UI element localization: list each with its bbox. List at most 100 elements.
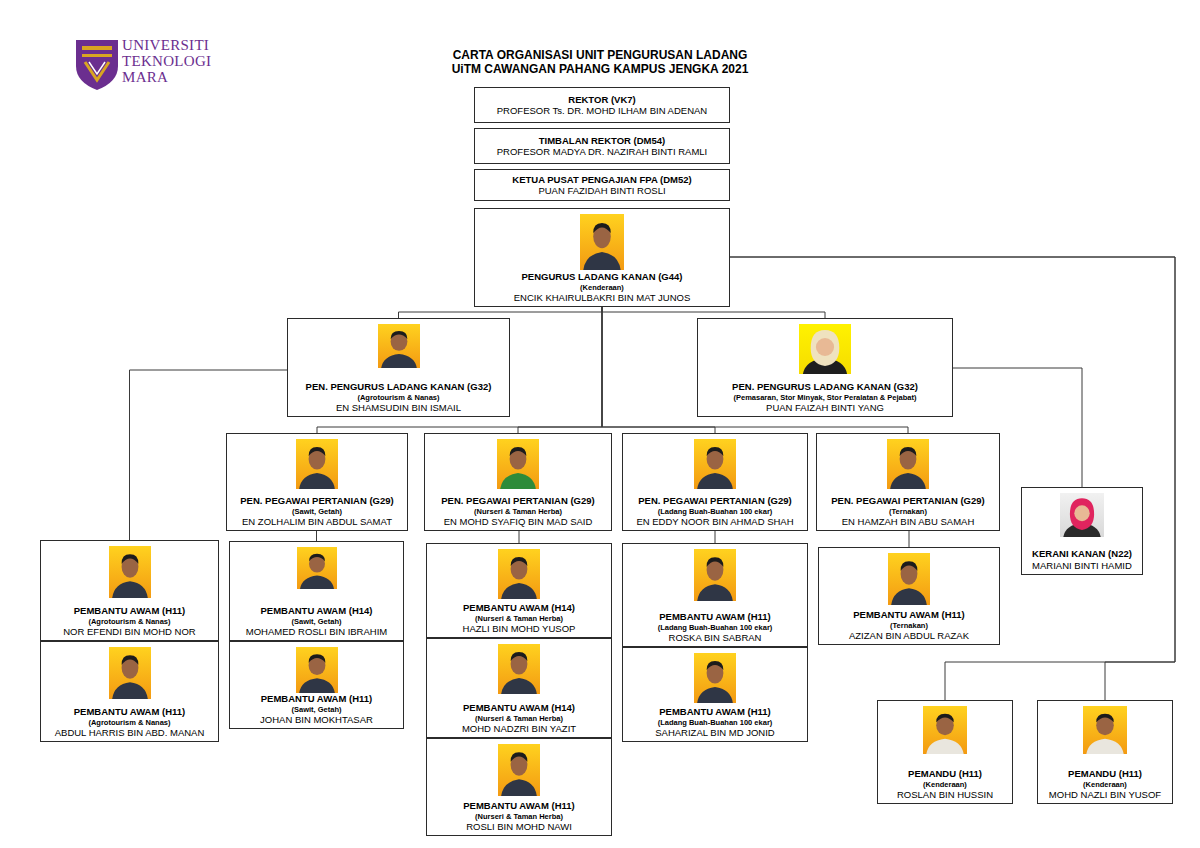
chart-title: CARTA ORGANISASI UNIT PENGURUSAN LADANG … bbox=[450, 48, 750, 77]
position-title: TIMBALAN REKTOR (DM54) bbox=[539, 135, 666, 146]
staff-box: PEMBANTU AWAM (H11)(Ladang Buah-Buahan 1… bbox=[622, 543, 808, 647]
position-title: PEMBANTU AWAM (H11) bbox=[659, 611, 771, 622]
staff-name: EN SHAMSUDIN BIN ISMAIL bbox=[336, 402, 461, 413]
unit-note: (Nurseri & Taman Herba) bbox=[475, 714, 563, 723]
unit-note: (Agrotourism & Nanas) bbox=[357, 393, 439, 402]
position-title: PEMANDU (H11) bbox=[908, 768, 982, 779]
staff-photo bbox=[498, 644, 540, 694]
photo-background bbox=[498, 549, 540, 599]
photo-background bbox=[580, 214, 624, 270]
staff-photo bbox=[887, 439, 929, 489]
staff-box: PEN. PEGAWAI PERTANIAN (G29)(Nurseri & T… bbox=[424, 433, 612, 531]
photo-hair bbox=[511, 752, 528, 761]
staff-name: ROSKA BIN SABRAN bbox=[669, 632, 762, 643]
photo-background bbox=[498, 744, 540, 796]
staff-photo bbox=[888, 553, 930, 605]
photo-hair bbox=[900, 447, 917, 456]
staff-box: PEMBANTU AWAM (H11)(Ladang Buah-Buahan 1… bbox=[622, 647, 808, 742]
position-box: TIMBALAN REKTOR (DM54)PROFESOR MADYA DR.… bbox=[474, 128, 730, 164]
position-title: PEMBANTU AWAM (H14) bbox=[463, 702, 575, 713]
photo-hair bbox=[707, 447, 724, 456]
staff-name: JOHAN BIN MOKHTASAR bbox=[260, 714, 373, 725]
staff-name: MOHAMED ROSLI BIN IBRAHIM bbox=[246, 626, 387, 637]
photo-body bbox=[583, 252, 620, 270]
photo-hair bbox=[308, 654, 325, 662]
photo-face bbox=[816, 338, 834, 356]
unit-note: (Kenderaan) bbox=[580, 283, 624, 292]
staff-name: EN EDDY NOOR BIN AHMAD SHAH bbox=[636, 516, 793, 527]
unit-note: (Ladang Buah-Buahan 100 ekar) bbox=[658, 507, 773, 516]
photo-body bbox=[112, 682, 148, 699]
staff-photo bbox=[296, 439, 338, 489]
photo-body bbox=[299, 473, 335, 489]
staff-box: PEN. PENGURUS LADANG KANAN (G32)(Agrotou… bbox=[287, 318, 510, 417]
unit-note: (Nurseri & Taman Herba) bbox=[475, 812, 563, 821]
position-box: REKTOR (VK7)PROFESOR Ts. DR. MOHD ILHAM … bbox=[474, 87, 730, 123]
reporting-line bbox=[518, 307, 602, 433]
staff-name: MOHD NAZLI BIN YUSOF bbox=[1049, 789, 1161, 800]
staff-photo bbox=[497, 439, 539, 489]
photo-body bbox=[501, 678, 537, 694]
reporting-line bbox=[399, 307, 603, 318]
position-title: KETUA PUSAT PENGAJIAN FPA (DM52) bbox=[512, 174, 691, 185]
photo-face bbox=[1074, 505, 1089, 521]
reporting-line bbox=[602, 307, 825, 318]
photo-body bbox=[890, 473, 926, 489]
position-title: PEN. PENGURUS LADANG KANAN (G32) bbox=[732, 381, 918, 392]
photo-background bbox=[498, 644, 540, 694]
photo-hair bbox=[121, 554, 138, 563]
staff-photo bbox=[694, 653, 736, 703]
photo-background bbox=[296, 647, 338, 693]
unit-note: (Sawit, Getah) bbox=[292, 507, 342, 516]
staff-photo bbox=[378, 324, 420, 368]
photo-background bbox=[497, 439, 539, 489]
unit-note: (Nurseri & Taman Herba) bbox=[475, 614, 563, 623]
position-title: PEMBANTU AWAM (H14) bbox=[463, 602, 575, 613]
photo-background bbox=[109, 546, 151, 598]
staff-name: ROSLAN BIN HUSSIN bbox=[897, 789, 993, 800]
position-title: PEMANDU (H11) bbox=[1068, 768, 1142, 779]
staff-photo bbox=[799, 324, 851, 374]
unit-note: (Pemasaran, Stor Minyak, Stor Peralatan … bbox=[734, 393, 917, 402]
photo-body bbox=[501, 779, 537, 796]
logo-band bbox=[82, 46, 112, 50]
logo-wordmark: UNIVERSITI TEKNOLOGI MARA bbox=[122, 38, 204, 85]
staff-photo bbox=[296, 647, 338, 693]
reporting-line bbox=[909, 531, 910, 547]
position-title: PEN. PEGAWAI PERTANIAN (G29) bbox=[240, 495, 393, 506]
photo-body bbox=[891, 588, 927, 605]
photo-hair bbox=[309, 554, 325, 562]
unit-note: (Ladang Buah-Buahan 100 ekar) bbox=[658, 718, 773, 727]
staff-box: PEMBANTU AWAM (H11)(Nurseri & Taman Herb… bbox=[426, 738, 612, 836]
staff-name: PROFESOR MADYA DR. NAZIRAH BINTI RAMLI bbox=[497, 146, 707, 157]
photo-background bbox=[694, 439, 736, 489]
logo-chevron bbox=[85, 62, 109, 80]
photo-background bbox=[799, 324, 851, 374]
photo-hair bbox=[309, 447, 326, 456]
photo-background bbox=[923, 706, 967, 754]
photo-hair bbox=[511, 652, 528, 661]
photo-background bbox=[1060, 493, 1104, 537]
photo-hair bbox=[510, 447, 527, 456]
position-title: PEN. PEGAWAI PERTANIAN (G29) bbox=[441, 495, 594, 506]
staff-box: PEMBANTU AWAM (H14)(Nurseri & Taman Herb… bbox=[426, 543, 612, 638]
university-logo bbox=[72, 36, 122, 92]
staff-name: ABDUL HARRIS BIN ABD. MANAN bbox=[55, 727, 205, 738]
photo-background bbox=[296, 439, 338, 489]
staff-name: AZIZAN BIN ABDUL RAZAK bbox=[849, 630, 969, 641]
position-title: PEMBANTU AWAM (H14) bbox=[260, 605, 372, 616]
staff-box: PEMBANTU AWAM (H14)(Nurseri & Taman Herb… bbox=[426, 638, 612, 738]
photo-hair bbox=[593, 223, 611, 233]
staff-name: MARIANI BINTI HAMID bbox=[1032, 560, 1132, 571]
photo-body bbox=[697, 584, 733, 601]
staff-name: EN MOHD SYAFIQ BIN MAD SAID bbox=[444, 516, 593, 527]
photo-hair bbox=[511, 557, 528, 566]
position-title: KERANI KANAN (N22) bbox=[1032, 548, 1132, 559]
staff-name: ROSLI BIN MOHD NAWI bbox=[466, 821, 572, 832]
staff-box: PEMANDU (H11)(Kenderaan)MOHD NAZLI BIN Y… bbox=[1037, 700, 1173, 804]
position-title: PEMBANTU AWAM (H11) bbox=[261, 693, 373, 704]
position-title: PEN. PEGAWAI PERTANIAN (G29) bbox=[638, 495, 791, 506]
staff-box: PEMBANTU AWAM (H11)(Ternakan)AZIZAN BIN … bbox=[818, 547, 1000, 645]
photo-body bbox=[1086, 739, 1123, 754]
photo-hair bbox=[707, 661, 724, 670]
